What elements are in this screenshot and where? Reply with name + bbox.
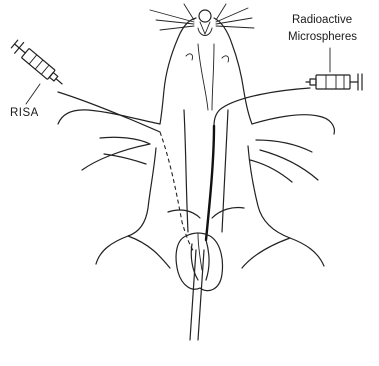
rat-body [58,110,334,268]
radioactive-label: Radioactive [292,14,352,27]
neck-structures [184,110,228,232]
risa-leader [26,84,40,104]
risa-label: RISA [10,107,39,120]
microspheres-syringe [306,74,362,90]
microspheres-label: Microspheres [288,31,357,44]
risa-syringe [10,39,66,90]
right-eye [222,56,229,62]
lower-vessels [168,207,244,340]
heart [176,233,222,291]
left-eye [186,54,193,60]
nose [199,10,211,22]
